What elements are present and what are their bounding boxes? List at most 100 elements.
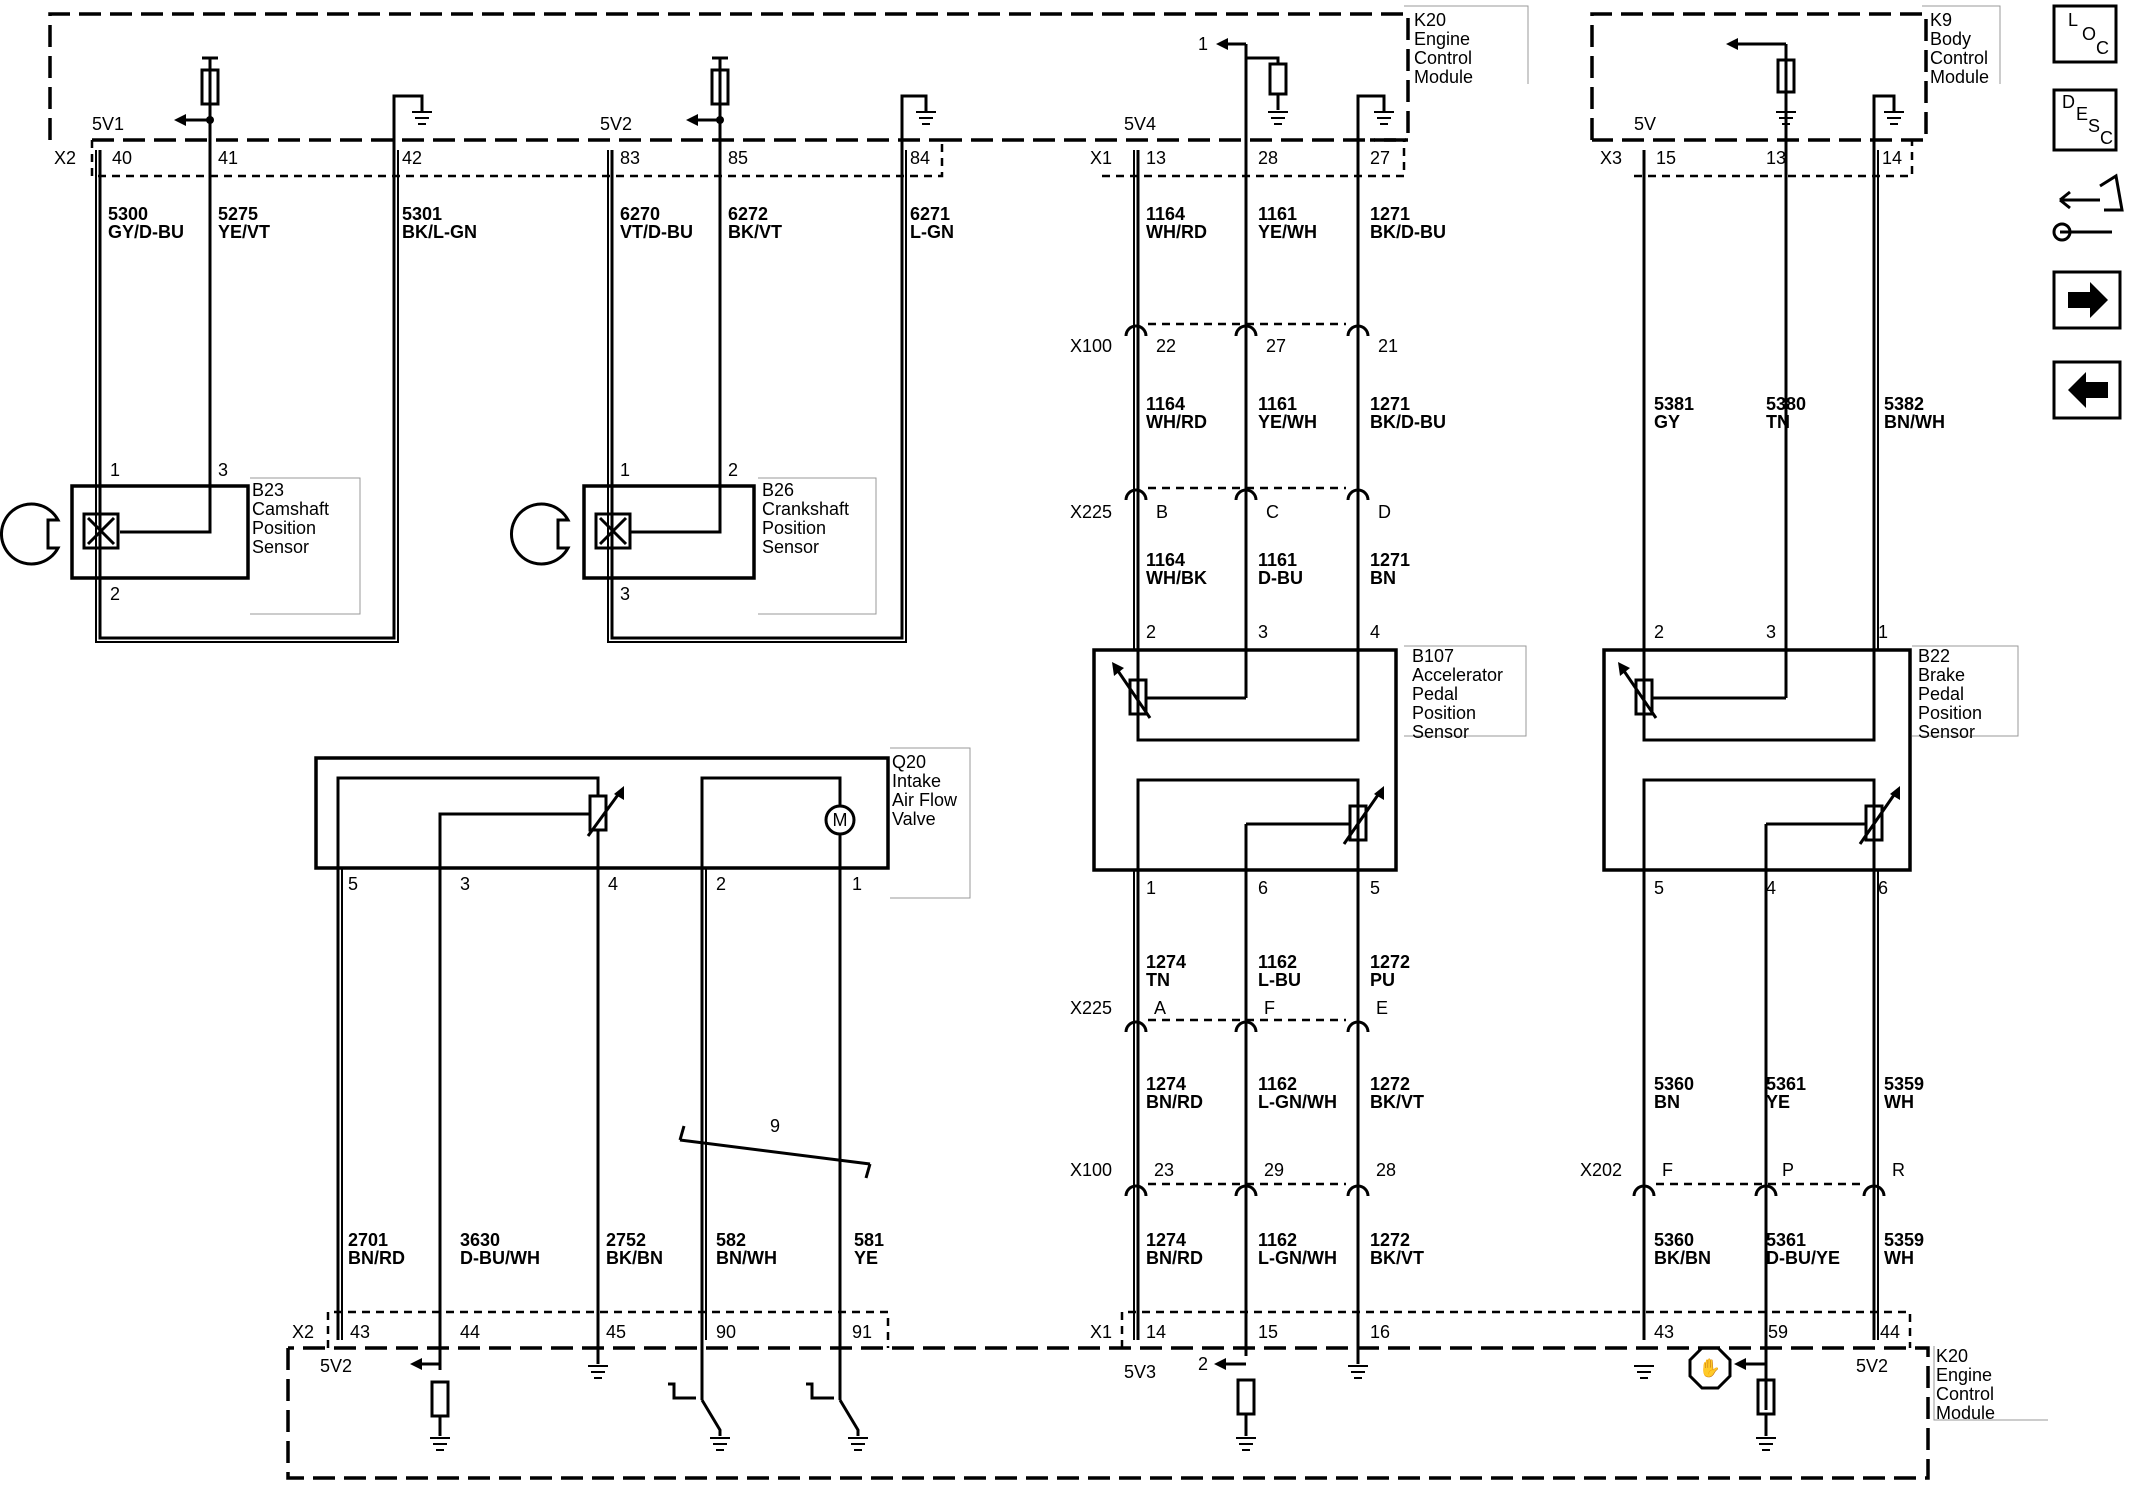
bpp-mid-1-color: BN bbox=[1654, 1092, 1680, 1112]
twist-ref: 9 bbox=[770, 1116, 780, 1136]
app-e-2-num: 1162 bbox=[1258, 1074, 1297, 1094]
b26-element bbox=[594, 512, 632, 550]
q20-wire-1-color: BN/RD bbox=[348, 1248, 405, 1268]
desc-letter-e: E bbox=[2076, 104, 2088, 124]
app-a-3-color: BK/D-BU bbox=[1370, 222, 1446, 242]
q20-wiper bbox=[438, 812, 590, 868]
k20-top-label-4: Module bbox=[1414, 67, 1473, 87]
app-e-3-color: BK/VT bbox=[1370, 1092, 1424, 1112]
k9-label-frame bbox=[1922, 5, 2001, 84]
b23-label-1: B23 bbox=[252, 480, 284, 500]
supply-5v3: 5V3 bbox=[1124, 1362, 1156, 1382]
b23-pin-3: 3 bbox=[218, 460, 228, 480]
x100-pin-28: 28 bbox=[1376, 1160, 1396, 1180]
pin-28: 28 bbox=[1258, 148, 1278, 168]
bpp-mid-2-color: YE bbox=[1766, 1092, 1790, 1112]
b26-pin-2: 2 bbox=[728, 460, 738, 480]
desc-icon[interactable] bbox=[2052, 88, 2118, 152]
q20-driver-a-gate bbox=[668, 1382, 696, 1400]
x3-top-name: X3 bbox=[1600, 148, 1622, 168]
x100-top-c3 bbox=[1346, 324, 1370, 337]
app-b-3-num: 1271 bbox=[1370, 394, 1410, 414]
supply-5v1: 5V1 bbox=[92, 114, 124, 134]
loc-icon[interactable] bbox=[2052, 4, 2118, 64]
b22-label-5: Sensor bbox=[1918, 722, 1975, 742]
connector-tool-button[interactable] bbox=[2052, 173, 2124, 242]
x2-bot-name: X2 bbox=[292, 1322, 314, 1342]
x100-pin-22: 22 bbox=[1156, 336, 1176, 356]
wrench-head bbox=[2052, 222, 2072, 242]
x225-pin-a: A bbox=[1154, 998, 1166, 1018]
connector-tool-icon[interactable] bbox=[2059, 190, 2100, 210]
b23-label-4: Sensor bbox=[252, 537, 309, 557]
app-a-3-num: 1271 bbox=[1370, 204, 1410, 224]
x225-top-c2 bbox=[1234, 488, 1258, 501]
app-gnd-path bbox=[1356, 94, 1386, 160]
k20-pin-43b: 43 bbox=[1654, 1322, 1674, 1342]
cam-gnd-path bbox=[392, 94, 424, 160]
b23-pin-2: 2 bbox=[110, 584, 120, 604]
wire-5301-color: BK/L-GN bbox=[402, 222, 477, 242]
next-button[interactable] bbox=[2052, 270, 2122, 330]
b23-reluctor-icon bbox=[0, 502, 61, 566]
x1-bot-name: X1 bbox=[1090, 1322, 1112, 1342]
app-b-2-num: 1161 bbox=[1258, 394, 1297, 414]
b23-element bbox=[82, 512, 120, 550]
loc-letter-c: C bbox=[2096, 38, 2109, 58]
app-f-3-color: BK/VT bbox=[1370, 1248, 1424, 1268]
bpp-top-3-color: BN/WH bbox=[1884, 412, 1945, 432]
k9-pin-14: 14 bbox=[1882, 148, 1902, 168]
b107-arrow2-head bbox=[1374, 786, 1384, 800]
b107-pin-1: 1 bbox=[1146, 878, 1156, 898]
b26-label-1: B26 bbox=[762, 480, 794, 500]
q20-sig-arrow-head bbox=[410, 1358, 422, 1370]
app-c-2-num: 1161 bbox=[1258, 550, 1297, 570]
x225-bot-c2 bbox=[1234, 1020, 1258, 1033]
x100-top-c2 bbox=[1234, 324, 1258, 337]
x225-pin-c: C bbox=[1266, 502, 1279, 522]
desc-letter-d: D bbox=[2062, 92, 2075, 112]
app-d-2-color: L-BU bbox=[1258, 970, 1301, 990]
x202-pin-r: R bbox=[1892, 1160, 1905, 1180]
b107-pot1-loop bbox=[1136, 650, 1360, 742]
app-a-1-color: WH/RD bbox=[1146, 222, 1207, 242]
q20-wire-4-color: BN/WH bbox=[716, 1248, 777, 1268]
wire-6272-num: 6272 bbox=[728, 204, 768, 224]
loc-button[interactable]: L O C bbox=[2052, 4, 2118, 64]
previous-button[interactable] bbox=[2052, 360, 2122, 420]
bpp-bot-3-num: 5359 bbox=[1884, 1230, 1924, 1250]
k20-pin-59: 59 bbox=[1768, 1322, 1788, 1342]
b22-pin-4: 4 bbox=[1766, 878, 1776, 898]
x100-pin-23: 23 bbox=[1154, 1160, 1174, 1180]
crank-node bbox=[716, 116, 724, 124]
q20-label-3: Air Flow bbox=[892, 790, 958, 810]
supply-5v: 5V bbox=[1634, 114, 1656, 134]
pin-13: 13 bbox=[1146, 148, 1166, 168]
q20-valve-body bbox=[314, 756, 890, 870]
wire-6270-num: 6270 bbox=[620, 204, 660, 224]
k9-label-1: K9 bbox=[1930, 10, 1952, 30]
crank-arrow-head bbox=[686, 114, 698, 126]
q20-motor-loop bbox=[700, 776, 842, 868]
k20-bottom-outline bbox=[286, 1346, 1930, 1480]
app-d-3-num: 1272 bbox=[1370, 952, 1410, 972]
q20-pin-1: 1 bbox=[852, 874, 862, 894]
k20-bot-label-3: Control bbox=[1936, 1384, 1994, 1404]
k20-pin-44b: 44 bbox=[1880, 1322, 1900, 1342]
x202-name: X202 bbox=[1580, 1160, 1622, 1180]
b107-pin-2: 2 bbox=[1146, 622, 1156, 642]
q20-wire-2-num: 3630 bbox=[460, 1230, 500, 1250]
crank-wire-double bbox=[607, 150, 907, 643]
x202-c2 bbox=[1754, 1184, 1778, 1197]
k20-pin-45: 45 bbox=[606, 1322, 626, 1342]
k20-top-label-1: K20 bbox=[1414, 10, 1446, 30]
b107-label-4: Position bbox=[1412, 703, 1476, 723]
x225-pin-e: E bbox=[1376, 998, 1388, 1018]
crank-resistor bbox=[710, 68, 730, 106]
b22-arrow2-head bbox=[1890, 786, 1900, 800]
cam-node bbox=[206, 116, 214, 124]
b22-label-2: Brake bbox=[1918, 665, 1965, 685]
desc-button[interactable]: D E S C bbox=[2052, 88, 2118, 152]
b107-label-5: Sensor bbox=[1412, 722, 1469, 742]
